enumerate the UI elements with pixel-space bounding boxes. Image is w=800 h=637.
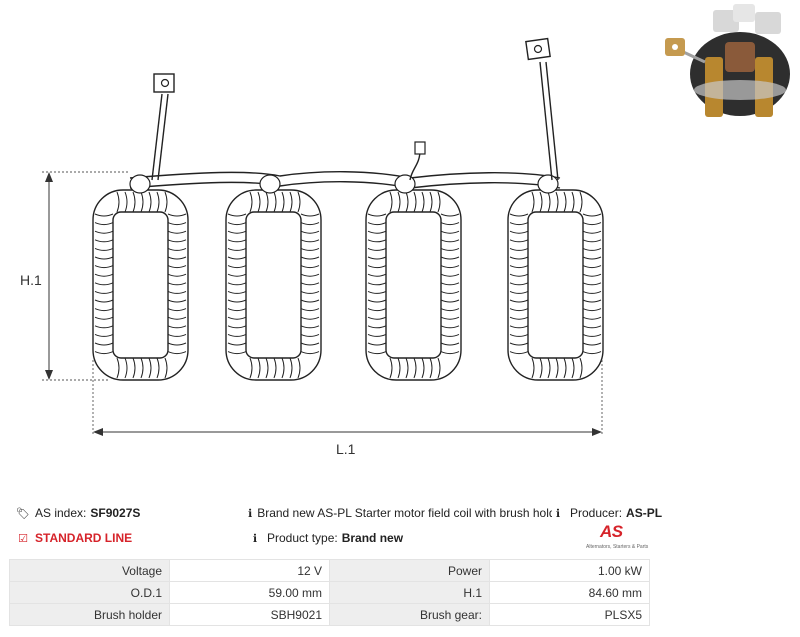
spec-value: 59.00 mm	[169, 581, 330, 604]
info-icon: ℹ	[248, 507, 253, 520]
spec-key: Voltage	[9, 559, 170, 582]
wire-band	[259, 174, 281, 194]
spec-key: Power	[329, 559, 490, 582]
info-icon: ℹ	[555, 507, 561, 520]
field-coil-drawing	[42, 37, 604, 436]
spec-key: H.1	[329, 581, 490, 604]
spec-key: Brush holder	[9, 603, 170, 626]
logo-mark: AS	[600, 522, 623, 541]
checkbox-checked-icon: ☑	[18, 532, 28, 545]
height-dimension	[42, 171, 130, 381]
coil	[225, 189, 322, 381]
spec-value: 84.60 mm	[489, 581, 650, 604]
as-index-label: AS index:	[35, 506, 87, 520]
right-terminal	[525, 37, 559, 181]
producer-label: Producer:	[570, 506, 623, 520]
tag-icon: 🏷	[16, 507, 30, 520]
height-label: H.1	[20, 272, 42, 288]
standard-line: ☑ STANDARD LINE	[16, 531, 132, 545]
wire-band	[129, 174, 151, 194]
middle-terminal	[409, 141, 426, 181]
logo-tagline: Alternators, Starters & Parts	[586, 544, 649, 550]
spec-key: Brush gear:	[329, 603, 490, 626]
product-type-label: Product type:	[267, 531, 338, 545]
description: ℹ Brand new AS-PL Starter motor field co…	[248, 506, 552, 520]
length-label: L.1	[336, 441, 356, 457]
producer: ℹ Producer: AS-PL	[551, 506, 662, 520]
connection-wire	[129, 171, 561, 179]
coil	[507, 189, 604, 381]
product-type-value: Brand new	[341, 531, 404, 545]
product-type: ℹ Product type: Brand new	[248, 531, 403, 545]
spec-key: O.D.1	[9, 581, 170, 604]
as-logo: AS Alternators, Starters & Parts	[586, 522, 650, 552]
spec-value: SBH9021	[169, 603, 330, 626]
spec-value: PLSX5	[489, 603, 650, 626]
info-icon: ℹ	[252, 532, 258, 545]
producer-value: AS-PL	[626, 506, 663, 520]
wire-band	[537, 174, 559, 194]
product-photo	[665, 4, 790, 117]
spec-value: 12 V	[169, 559, 330, 582]
wire-band	[394, 174, 416, 194]
length-dimension	[92, 360, 603, 436]
description-text: Brand new AS-PL Starter motor field coil…	[257, 506, 552, 520]
left-terminal	[151, 73, 175, 181]
coil	[92, 189, 189, 381]
spec-value: 1.00 kW	[489, 559, 650, 582]
as-index-value: SF9027S	[90, 506, 141, 520]
as-index: 🏷 AS index: SF9027S	[16, 506, 140, 520]
coil	[365, 189, 462, 381]
standard-line-label: STANDARD LINE	[35, 531, 133, 545]
